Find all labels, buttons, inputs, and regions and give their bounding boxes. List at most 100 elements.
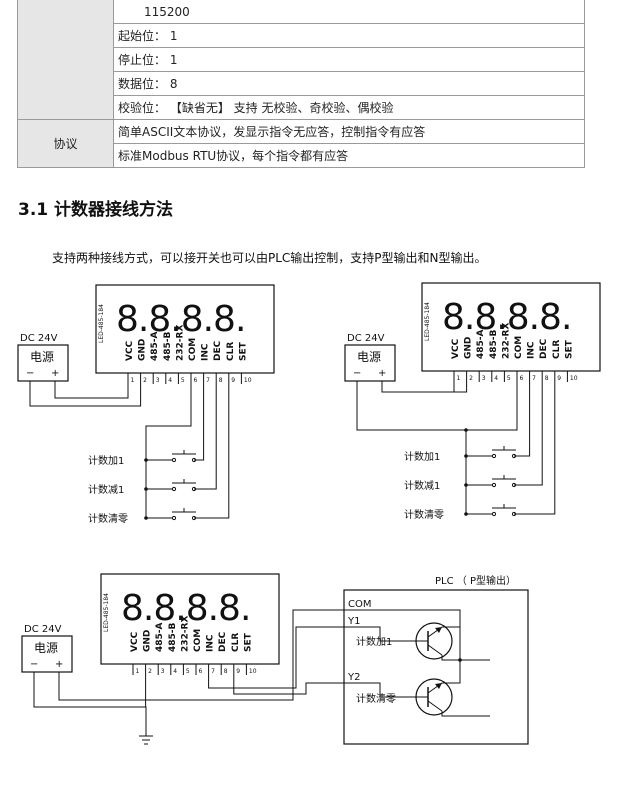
display-digits: 8.8.8.8. (116, 299, 245, 340)
wire (514, 382, 531, 457)
plc-y1-label: Y1 (347, 616, 360, 627)
switch-contact (491, 453, 497, 459)
switch-label: 计数加1 (88, 454, 124, 467)
pin-label: CLR (226, 342, 236, 361)
power-voltage-label: DC 24V (24, 624, 62, 635)
plc-y1-text: 计数加1 (356, 635, 392, 648)
power-plus: + (55, 659, 63, 670)
switch-contact (491, 482, 497, 488)
pin-number: 8 (224, 668, 228, 675)
pin-label: INC (206, 634, 216, 652)
junction-dot (464, 428, 468, 432)
switch-label: 计数减1 (404, 479, 440, 492)
wire (58, 609, 344, 701)
pin-label: 232-RX (180, 616, 190, 652)
pin-number: 1 (457, 375, 461, 382)
pin-label: SET (243, 632, 253, 652)
pin-number: 4 (168, 377, 172, 384)
pin-label: DEC (539, 338, 549, 359)
pin-label: VCC (130, 631, 140, 652)
power-label: 电源 (30, 350, 54, 364)
serial-spec-table: 115200 起始位： 1 停止位： 1 数据位： 8 校验位： 【缺省无】 支… (17, 0, 585, 168)
pin-number: 10 (249, 668, 257, 675)
power-plus: + (378, 368, 386, 379)
start-bit-value: 起始位： 1 (113, 23, 585, 48)
plc-box (343, 589, 529, 745)
pin-number: 7 (206, 377, 210, 384)
pin-number: 6 (520, 375, 524, 382)
junction-dot (464, 454, 468, 458)
pin-number: 9 (236, 668, 240, 675)
pin-number: 10 (570, 375, 578, 382)
wire (233, 675, 344, 695)
pin-number: 2 (143, 377, 147, 384)
wire (29, 381, 142, 407)
model-label: LED-485-184 (103, 593, 110, 632)
plc-y2-text: 计数清零 (356, 692, 396, 705)
pin-number: 5 (181, 377, 185, 384)
pin-number: 1 (131, 377, 135, 384)
pin-number: 9 (557, 375, 561, 382)
counter-module-box (421, 282, 601, 372)
pin-number: 5 (507, 375, 511, 382)
pin-number: 3 (482, 375, 486, 382)
baud-rate-value: 115200 (113, 0, 585, 24)
pin-label: 485-B (163, 331, 173, 361)
junction-dot (464, 483, 468, 487)
pin-label: 485-A (155, 622, 165, 652)
wire (344, 682, 416, 698)
pin-number: 2 (469, 375, 473, 382)
pin-label: 485-A (476, 329, 486, 359)
pin-label: CLR (231, 633, 241, 652)
pin-label: DEC (218, 631, 228, 652)
transistor-collector (427, 644, 443, 656)
pin-number: 6 (199, 668, 203, 675)
pin-number: 1 (136, 668, 140, 675)
pin-number: 4 (494, 375, 498, 382)
pin-label: COM (193, 629, 203, 652)
wire (441, 655, 490, 661)
transistor-arrow (435, 683, 442, 689)
wire (514, 382, 556, 515)
pin-label: DEC (213, 340, 223, 361)
pin-number: 3 (156, 377, 160, 384)
power-supply-box (21, 635, 73, 673)
table-row: 起始位： 1 (18, 23, 585, 48)
plc-y2-label: Y2 (347, 672, 360, 683)
power-minus: − (353, 368, 361, 379)
pin-label: SET (564, 339, 574, 359)
junction-dot (144, 458, 148, 462)
table-row: 协议 简单ASCII文本协议，发显示指令无应答，控制指令有应答 (17, 119, 585, 168)
model-label: LED-485-184 (98, 304, 105, 343)
table-row: 115200 (17, 0, 585, 120)
wire (441, 711, 490, 717)
wire (194, 384, 217, 490)
pin-number: 2 (148, 668, 152, 675)
switch-label: 计数清零 (404, 508, 444, 521)
switch-contact (171, 486, 177, 492)
power-supply-box (344, 344, 396, 382)
transistor-collector (427, 700, 443, 712)
junction-dot (144, 516, 148, 520)
plc-com-label: COM (348, 599, 371, 610)
pin-label: INC (201, 343, 211, 361)
model-label: LED-485-184 (424, 302, 431, 341)
power-label: 电源 (357, 350, 381, 364)
pin-label: SET (238, 341, 248, 361)
wire (344, 626, 416, 642)
pin-label: 485-A (150, 331, 160, 361)
pin-label: VCC (451, 338, 461, 359)
display-digits: 8.8.8.8. (121, 588, 250, 629)
junction-dot (464, 512, 468, 516)
switch-contact (491, 511, 497, 517)
power-voltage-label: DC 24V (347, 333, 385, 344)
pin-number: 3 (161, 668, 165, 675)
power-plus: + (51, 368, 59, 379)
pin-label: 485-B (489, 329, 499, 359)
pin-label: CLR (552, 340, 562, 359)
wire (381, 381, 468, 393)
protocol-modbus: 标准Modbus RTU协议，每个指令都有应答 (113, 143, 585, 168)
power-voltage-label: DC 24V (20, 333, 58, 344)
